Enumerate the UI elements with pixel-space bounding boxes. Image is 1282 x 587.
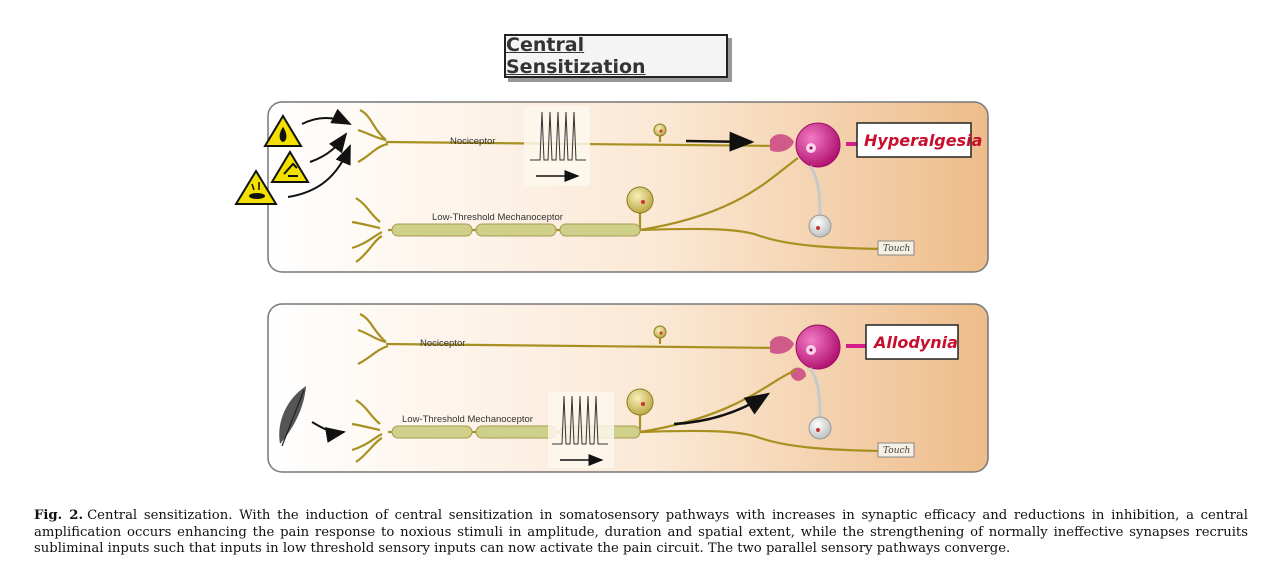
hyperalgesia-label: Hyperalgesia — [864, 131, 982, 150]
figure-caption-label: Fig. 2. — [34, 508, 84, 523]
bottom-mechanoceptor-soma — [626, 388, 654, 416]
bottom-mechanoceptor-label: Low-Threshold Mechanoceptor — [402, 414, 533, 425]
top-mechanoceptor-fiber — [351, 157, 881, 263]
bottom-panel: Nociceptor Low-Threshold Mechanoceptor — [267, 303, 989, 473]
synaptic-terminal — [770, 134, 794, 152]
signal-arrow — [685, 131, 755, 152]
stimulus-arrow — [311, 421, 346, 443]
top-mechanoceptor-myelin — [391, 223, 641, 237]
stimulus-arrow — [287, 144, 351, 198]
corrosive-warning-icon — [270, 150, 310, 183]
sensitization-diagram: Nociceptor Low — [234, 101, 989, 473]
bottom-action-potential-trace — [548, 392, 614, 468]
bottom-nociceptor-label: Nociceptor — [420, 338, 465, 349]
top-grey-interneuron — [808, 165, 832, 238]
top-nociceptor-label: Nociceptor — [450, 136, 495, 147]
chemical-warning-icon — [234, 169, 278, 205]
bottom-nociceptor-fiber — [357, 313, 781, 365]
figure-caption-text: Central sensitization. With the inductio… — [34, 508, 1249, 557]
top-result-box — [856, 122, 972, 158]
recruitment-arrow — [673, 392, 771, 426]
top-panel: Nociceptor Low — [234, 101, 989, 273]
synaptic-terminal — [770, 336, 794, 354]
top-touch-label: Touch — [883, 244, 910, 254]
bottom-touch-box — [877, 442, 915, 458]
top-mechanoceptor-label: Low-Threshold Mechanoceptor — [432, 212, 563, 223]
top-mechanoceptor-soma — [626, 186, 654, 214]
nucleus — [641, 200, 645, 204]
bottom-grey-interneuron — [808, 367, 832, 440]
feather-icon — [279, 386, 306, 447]
fire-warning-icon — [263, 114, 303, 147]
bottom-result-box — [865, 324, 959, 360]
top-action-potential-trace — [524, 106, 590, 186]
nucleus — [659, 331, 663, 335]
bottom-touch-label: Touch — [883, 446, 910, 456]
figure-caption: Fig. 2.Central sensitization. With the i… — [34, 508, 1248, 558]
diagram-title: Central Sensitization — [506, 34, 646, 78]
stimulus-arrow — [309, 132, 348, 163]
stimulus-arrow — [301, 108, 352, 125]
top-touch-box — [877, 240, 915, 256]
diagram-title-box: Central Sensitization — [504, 34, 728, 78]
nucleus — [641, 402, 645, 406]
allodynia-label: Allodynia — [872, 333, 958, 352]
nucleus — [659, 129, 663, 133]
